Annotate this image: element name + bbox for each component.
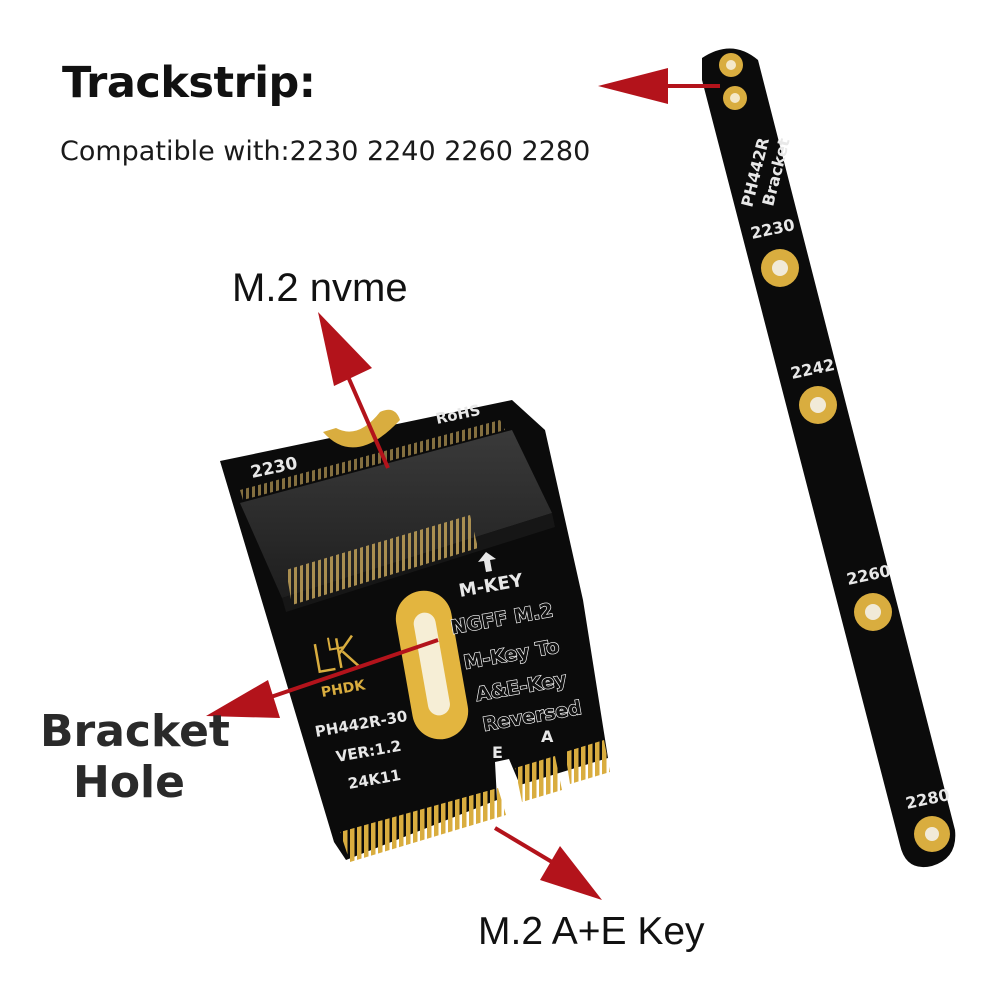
arrow-nvme bbox=[318, 312, 390, 469]
strip-hole-2230 bbox=[761, 249, 799, 287]
nvme-callout: M.2 nvme bbox=[232, 266, 408, 310]
key-a-label: A bbox=[541, 727, 554, 746]
trackstrip-bracket: PH442R Bracket 2230 2242 2260 2280 bbox=[702, 48, 956, 868]
strip-top-hole-2 bbox=[723, 86, 747, 110]
socket-pins bbox=[286, 515, 478, 605]
brand-logo-icon bbox=[313, 634, 361, 674]
arrow-trackstrip bbox=[598, 68, 720, 104]
key-e-label: E bbox=[492, 743, 503, 762]
strip-hole-2280 bbox=[914, 816, 950, 852]
up-arrow-icon bbox=[478, 552, 496, 572]
key-notch-contacts-a bbox=[515, 756, 562, 802]
top-mount-pad bbox=[323, 409, 400, 448]
arrow-bracket-hole bbox=[206, 638, 439, 718]
title: Trackstrip: bbox=[62, 58, 316, 108]
key-notch-contacts-b bbox=[565, 740, 610, 784]
m2-socket bbox=[240, 430, 552, 598]
brand-name: PHDK bbox=[320, 677, 368, 701]
adapter-board: 2230 RoHS M-KEY NGFF M.2 M-Key To A&E-Ke… bbox=[220, 400, 610, 862]
strip-hole-2242 bbox=[799, 386, 837, 424]
strip-hole-2260 bbox=[854, 593, 892, 631]
edge-contacts bbox=[340, 788, 506, 862]
ae-key-callout: M.2 A+E Key bbox=[478, 910, 705, 953]
arrow-ae-key bbox=[493, 826, 602, 900]
strip-pcb bbox=[702, 48, 956, 868]
bracket-hole-callout-line-2: Hole bbox=[73, 757, 185, 808]
strip-top-hole-1 bbox=[719, 53, 743, 77]
compatibility-text: Compatible with:2230 2240 2260 2280 bbox=[60, 136, 591, 167]
bracket-hole-callout-line-1: Bracket bbox=[40, 706, 230, 757]
